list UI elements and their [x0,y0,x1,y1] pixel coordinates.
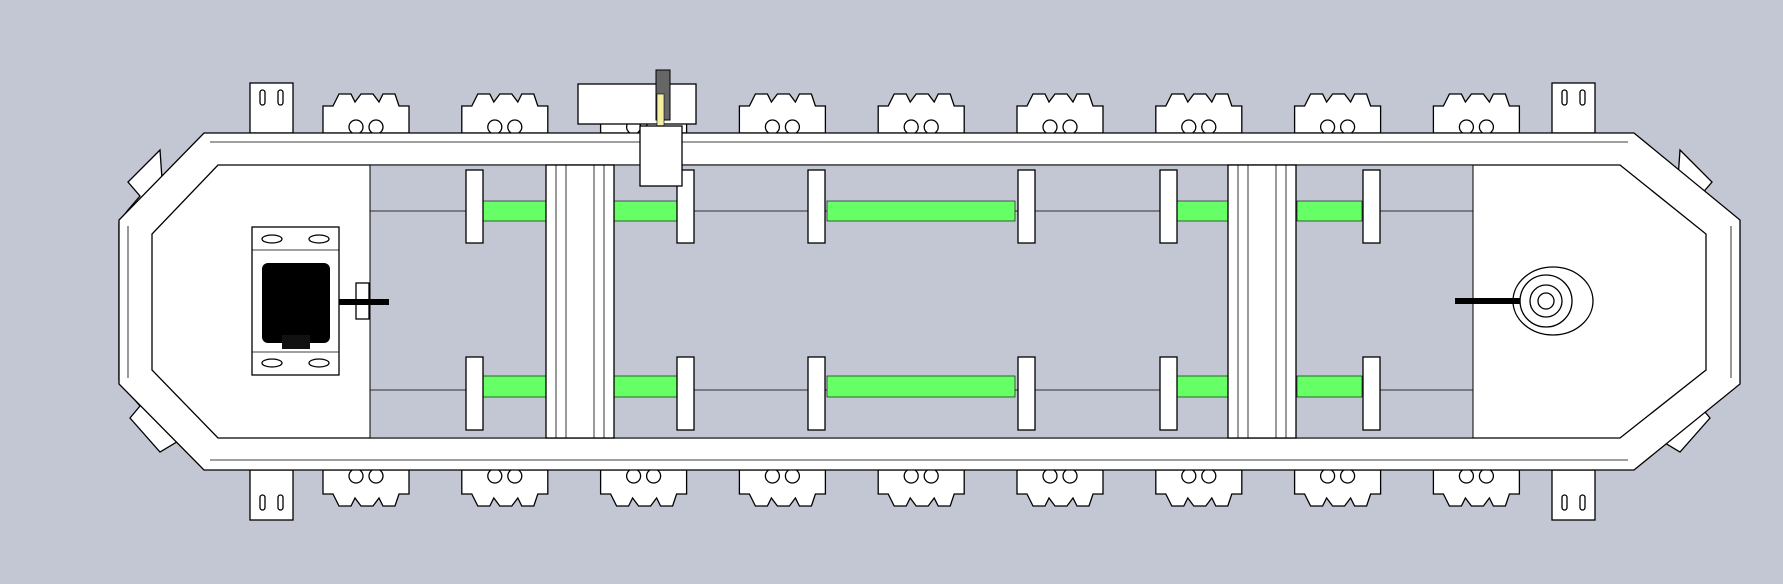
mounting-tab [1551,82,1596,134]
upright-clamp [676,169,695,244]
green-belt-strip [613,375,683,398]
bolt-hole [764,119,781,135]
carrier-block [322,93,410,135]
carrier-block [1155,468,1243,507]
bolt-hole [903,468,919,484]
mounting-tab [249,469,294,521]
bolt-hole [1478,468,1495,484]
carrier-block [461,93,549,135]
green-belt-strip [1296,200,1363,222]
bolt-hole [487,119,503,135]
bolt-hole [368,119,384,135]
bolt-hole [903,119,919,135]
green-belt-strip [1173,375,1229,398]
carrier-block [1016,468,1104,507]
bolt-hole [1181,468,1197,484]
bolt-hole [1339,468,1356,484]
bolt-hole [1201,119,1217,135]
carrier-block [322,468,410,507]
green-belt-strip [613,200,683,222]
bolt-hole [348,119,364,135]
bolt-hole [1062,119,1078,135]
carrier-block [1155,93,1243,135]
upright-clamp [465,356,484,431]
carrier-block [738,93,827,135]
green-belt-strip [826,375,1016,398]
bolt-hole [1478,119,1495,135]
carrier-block [461,468,549,507]
cross-beam [545,164,615,439]
upright-clamp [1159,169,1178,244]
green-belt-strip [1296,375,1363,398]
bolt-hole [1062,468,1078,484]
upright-clamp [465,169,484,244]
bolt-hole [1458,119,1475,135]
green-belt-strip [1173,200,1229,222]
drive-motor [251,226,389,376]
carrier-block [877,468,965,507]
bolt-hole [625,468,642,484]
carrier-block [1293,93,1382,135]
mounting-tab [1551,469,1596,521]
green-belt-strip [482,200,547,222]
upright-clamp [676,356,695,431]
bolt-hole [784,119,801,135]
mounting-tabs [249,82,1596,521]
upright-clamp [1017,169,1036,244]
carrier-block [738,468,827,507]
bolt-hole [1319,119,1336,135]
bolt-hole [1042,468,1058,484]
bolt-hole [507,468,523,484]
upright-clamp [807,356,826,431]
carrier-block [877,93,965,135]
carrier-block [1432,468,1521,507]
green-belt-strip [826,200,1016,222]
bolt-hole [348,468,364,484]
bolt-hole [923,468,939,484]
bolt-hole [507,119,523,135]
carrier-block [599,468,688,507]
cross-beam [1227,164,1297,439]
upright-clamp [807,169,826,244]
bolt-hole [487,468,503,484]
bolt-hole [1319,468,1336,484]
bolt-hole [1201,468,1217,484]
idler-bearing [1455,266,1594,336]
upright-clamp [1362,169,1381,244]
green-belt-strip [482,375,547,398]
bolt-hole [1458,468,1475,484]
carrier-block [1016,93,1104,135]
bolt-hole [784,468,801,484]
bolt-hole [1181,119,1197,135]
upright-clamp [1159,356,1178,431]
pneumatic-cylinder [577,69,697,187]
carrier-blocks [322,93,1521,507]
upright-clamp [1017,356,1036,431]
carrier-block [1293,468,1382,507]
bolt-hole [368,468,384,484]
mounting-tab [249,82,294,134]
bolt-hole [1042,119,1058,135]
bolt-hole [645,468,662,484]
bolt-hole [1339,119,1356,135]
bolt-hole [764,468,781,484]
bolt-hole [923,119,939,135]
carrier-block [1432,93,1521,135]
upright-clamp [1362,356,1381,431]
